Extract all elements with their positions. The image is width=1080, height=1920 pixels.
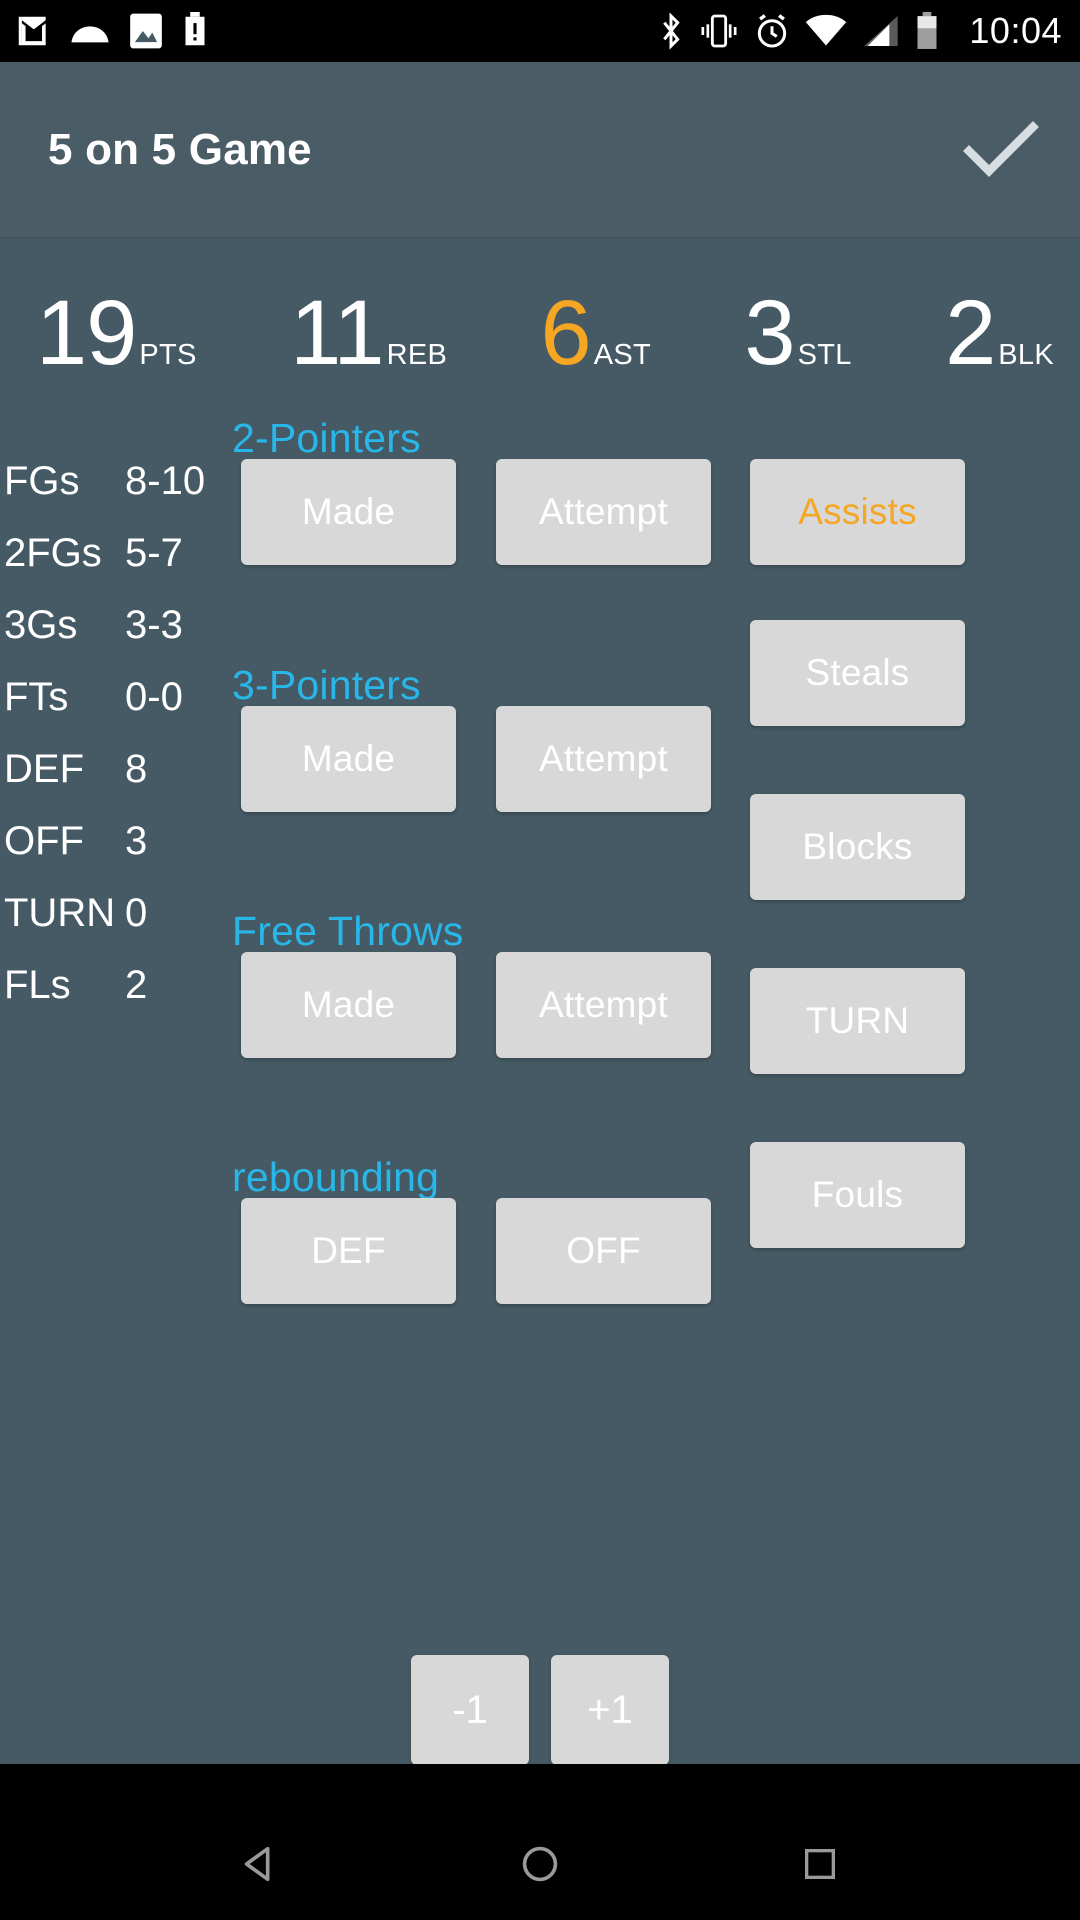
- battery-icon: [917, 12, 937, 49]
- photos-icon: [130, 13, 162, 49]
- three-pointers-made-button[interactable]: Made: [241, 706, 456, 812]
- wifi-icon: [806, 14, 847, 46]
- status-bar-clock: 10:04: [969, 10, 1062, 51]
- list-item: DEF 8: [0, 733, 260, 805]
- list-item: FLs 2: [0, 949, 260, 1021]
- stat-key-off: OFF: [4, 818, 84, 863]
- stat-key-fgs: FGs: [4, 458, 80, 503]
- recents-icon[interactable]: [772, 1816, 868, 1912]
- stat-ast-label: AST: [593, 339, 651, 371]
- list-item: FTs 0-0: [0, 661, 260, 733]
- stat-value-2fgs: 5-7: [125, 530, 183, 575]
- stat-ast: 6 AST: [541, 287, 651, 379]
- free-throws-attempt-button[interactable]: Attempt: [496, 952, 711, 1058]
- list-item: TURN 0: [0, 877, 260, 949]
- free-throws-made-button[interactable]: Made: [241, 952, 456, 1058]
- stat-value-fls: 2: [125, 962, 148, 1007]
- stat-value-fts: 0-0: [125, 674, 183, 719]
- stat-value-def: 8: [125, 746, 148, 791]
- stat-pts-label: PTS: [139, 339, 197, 371]
- left-stats-list: FGs 8-10 2FGs 5-7 3Gs 3-3 FTs 0-0 DEF 8 …: [0, 445, 260, 1021]
- stat-stl-value: 3: [744, 282, 795, 384]
- section-header-two-pointers: 2-Pointers: [232, 415, 421, 461]
- stat-blk: 2 BLK: [945, 287, 1054, 379]
- increment-button[interactable]: +1: [551, 1655, 669, 1765]
- home-icon[interactable]: [492, 1816, 588, 1912]
- stat-value-fgs: 8-10: [125, 458, 206, 503]
- stat-blk-value: 2: [945, 282, 996, 384]
- fouls-button[interactable]: Fouls: [750, 1142, 965, 1248]
- stat-stl: 3 STL: [744, 287, 851, 379]
- stat-key-fts: FTs: [4, 674, 69, 719]
- stat-value-3gs: 3-3: [125, 602, 183, 647]
- list-item: 2FGs 5-7: [0, 517, 260, 589]
- android-nav-bar: [0, 1808, 1080, 1920]
- stat-key-turn: TURN: [4, 890, 116, 935]
- blocks-button[interactable]: Blocks: [750, 794, 965, 900]
- decrement-button[interactable]: -1: [411, 1655, 529, 1765]
- cellular-signal-icon: [864, 16, 899, 46]
- page-title: 5 on 5 Game: [48, 124, 312, 174]
- steals-button[interactable]: Steals: [750, 620, 965, 726]
- status-bar-right-icons: 10:04: [657, 10, 1062, 52]
- stat-pts-value: 19: [36, 282, 137, 384]
- rebound-off-button[interactable]: OFF: [496, 1198, 711, 1304]
- battery-alert-icon: [185, 12, 205, 46]
- bluetooth-icon: [663, 12, 681, 50]
- nav-bar-spacer: [0, 1764, 1080, 1808]
- two-pointers-made-button[interactable]: Made: [241, 459, 456, 565]
- gmail-icon: [18, 16, 46, 46]
- status-bar-left-icons: [14, 12, 208, 50]
- status-bar: 10:04: [0, 0, 1080, 62]
- rebound-def-button[interactable]: DEF: [241, 1198, 456, 1304]
- stat-ast-value: 6: [540, 282, 592, 384]
- check-icon[interactable]: [958, 107, 1044, 193]
- turnovers-button[interactable]: TURN: [750, 968, 965, 1074]
- section-header-rebounding: rebounding: [232, 1154, 440, 1200]
- list-item: OFF 3: [0, 805, 260, 877]
- stat-key-fls: FLs: [4, 962, 71, 1007]
- stat-reb: 11 REB: [290, 287, 447, 379]
- summary-stats-row: 19 PTS 11 REB 6 AST 3 STL 2 BLK: [0, 239, 1080, 379]
- curve-icon: [71, 26, 109, 43]
- stat-key-3gs: 3Gs: [4, 602, 78, 647]
- stat-stl-label: STL: [797, 339, 852, 371]
- assists-button[interactable]: Assists: [750, 459, 965, 565]
- vibrate-icon: [701, 14, 737, 48]
- stat-value-off: 3: [125, 818, 148, 863]
- stat-blk-label: BLK: [998, 339, 1054, 371]
- stat-reb-label: REB: [386, 339, 448, 371]
- stat-pts: 19 PTS: [36, 287, 197, 379]
- stepper-controls: -1 +1: [0, 1655, 1080, 1765]
- stat-value-turn: 0: [125, 890, 148, 935]
- stat-key-2fgs: 2FGs: [4, 530, 102, 575]
- three-pointers-attempt-button[interactable]: Attempt: [496, 706, 711, 812]
- app-title-bar: 5 on 5 Game: [0, 62, 1080, 238]
- alarm-icon: [758, 14, 787, 48]
- stat-key-def: DEF: [4, 746, 84, 791]
- stat-reb-value: 11: [290, 282, 385, 384]
- two-pointers-attempt-button[interactable]: Attempt: [496, 459, 711, 565]
- list-item: 3Gs 3-3: [0, 589, 260, 661]
- section-header-three-pointers: 3-Pointers: [232, 662, 421, 708]
- back-icon[interactable]: [212, 1816, 308, 1912]
- section-header-free-throws: Free Throws: [232, 908, 464, 954]
- list-item: FGs 8-10: [0, 445, 260, 517]
